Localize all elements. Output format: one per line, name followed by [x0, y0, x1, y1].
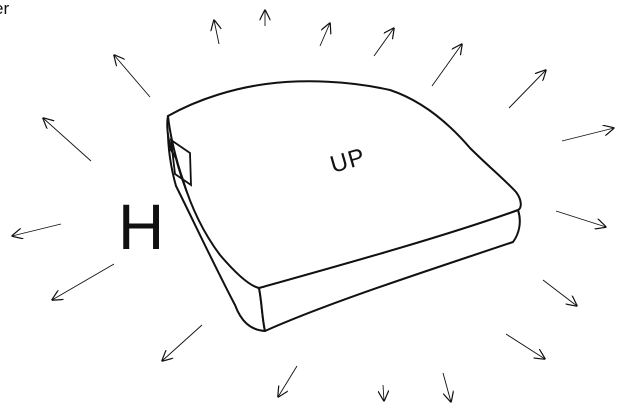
- radiating-arrows: [12, 10, 614, 402]
- arrow-up-right-3: [431, 44, 462, 87]
- arrow-down-2: [383, 384, 384, 401]
- arrow-down-1: [442, 372, 451, 402]
- arrow-down-left-1: [278, 365, 298, 397]
- arrow-left-down-1: [52, 263, 115, 300]
- arrow-down-left-2: [162, 324, 203, 361]
- arrow-up-left-2: [114, 55, 151, 98]
- arrow-up-right-2: [373, 28, 394, 57]
- cropped-caption-text: er: [0, 0, 10, 18]
- arrow-up-right-1: [319, 23, 330, 47]
- arrow-up-right-4: [508, 70, 546, 109]
- side-letter-text: H: [118, 191, 164, 263]
- arrow-right-up: [561, 128, 614, 142]
- cushion-top-face: [167, 80, 522, 289]
- arrow-right-down-3: [505, 333, 545, 359]
- arrow-right-down-2: [542, 279, 577, 306]
- arrow-left-down-2: [12, 223, 62, 236]
- cushion-inset-panel: [169, 138, 192, 187]
- arrow-up-1: [214, 20, 219, 45]
- arrow-right-down-1: [555, 210, 606, 227]
- arrow-up-left-1: [43, 118, 92, 162]
- cushion-shape: [166, 80, 522, 332]
